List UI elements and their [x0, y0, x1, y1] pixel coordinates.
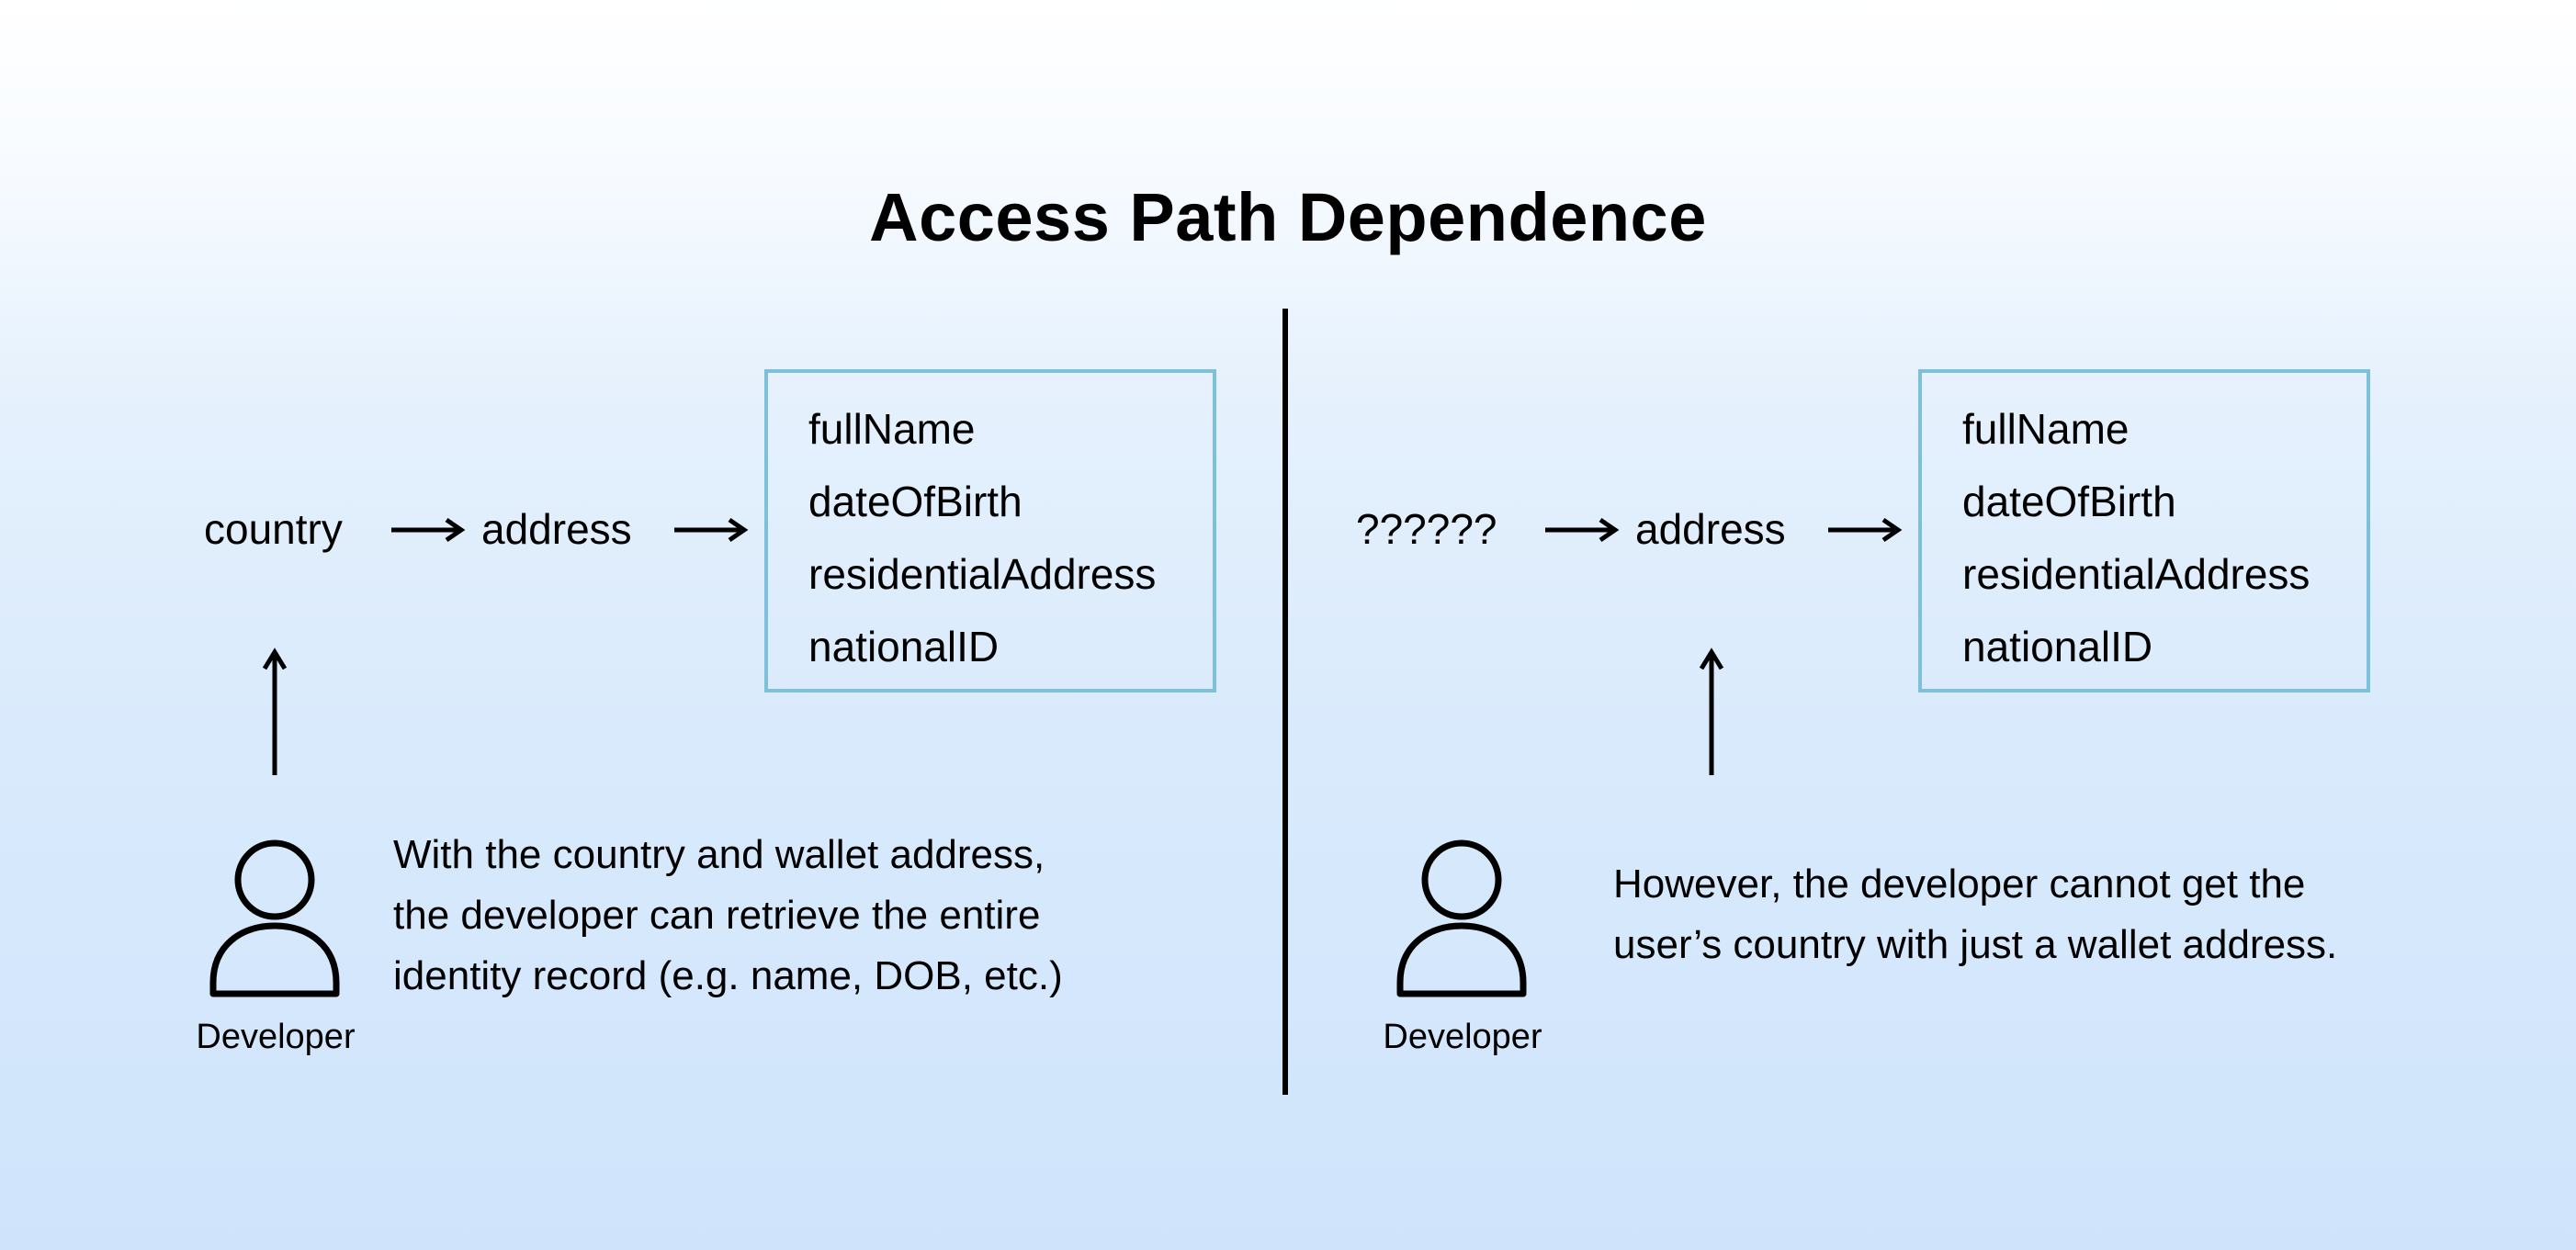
arrow-up-icon	[1699, 648, 1724, 775]
arrow-right-icon	[391, 517, 466, 543]
record-field: fullName	[1962, 405, 2130, 453]
user-icon	[1396, 839, 1527, 997]
left-identity-record: fullName dateOfBirth residentialAddress …	[764, 369, 1216, 693]
record-field: residentialAddress	[1962, 550, 2310, 598]
record-field: residentialAddress	[808, 550, 1157, 598]
right-description: However, the developer cannot get the us…	[1613, 854, 2337, 975]
diagram-title: Access Path Dependence	[869, 179, 1707, 255]
user-icon	[209, 839, 340, 997]
description-line: identity record (e.g. name, DOB, etc.)	[393, 953, 1063, 998]
record-field: fullName	[808, 405, 976, 453]
right-actor-label: Developer	[1383, 1018, 1542, 1056]
record-field: nationalID	[1962, 623, 2153, 670]
right-middle-key: address	[1635, 505, 1786, 553]
left-description: With the country and wallet address, the…	[393, 825, 1063, 1007]
panel-divider	[1282, 309, 1288, 1095]
description-line: the developer can retrieve the entire	[393, 893, 1041, 938]
record-field: dateOfBirth	[808, 478, 1022, 525]
description-line: user’s country with just a wallet addres…	[1613, 922, 2338, 967]
left-middle-key: address	[481, 505, 632, 553]
description-line: With the country and wallet address,	[393, 832, 1045, 877]
left-source-key: country	[204, 505, 343, 553]
right-identity-record: fullName dateOfBirth residentialAddress …	[1918, 369, 2370, 693]
arrow-up-icon	[262, 648, 288, 775]
right-source-key: ??????	[1356, 505, 1497, 553]
arrow-right-icon	[1545, 517, 1620, 543]
left-actor-label: Developer	[196, 1018, 356, 1056]
arrow-right-icon	[1828, 517, 1903, 543]
description-line: However, the developer cannot get the	[1613, 861, 2306, 907]
record-field: dateOfBirth	[1962, 478, 2176, 525]
record-field: nationalID	[808, 623, 1000, 670]
arrow-right-icon	[674, 517, 749, 543]
